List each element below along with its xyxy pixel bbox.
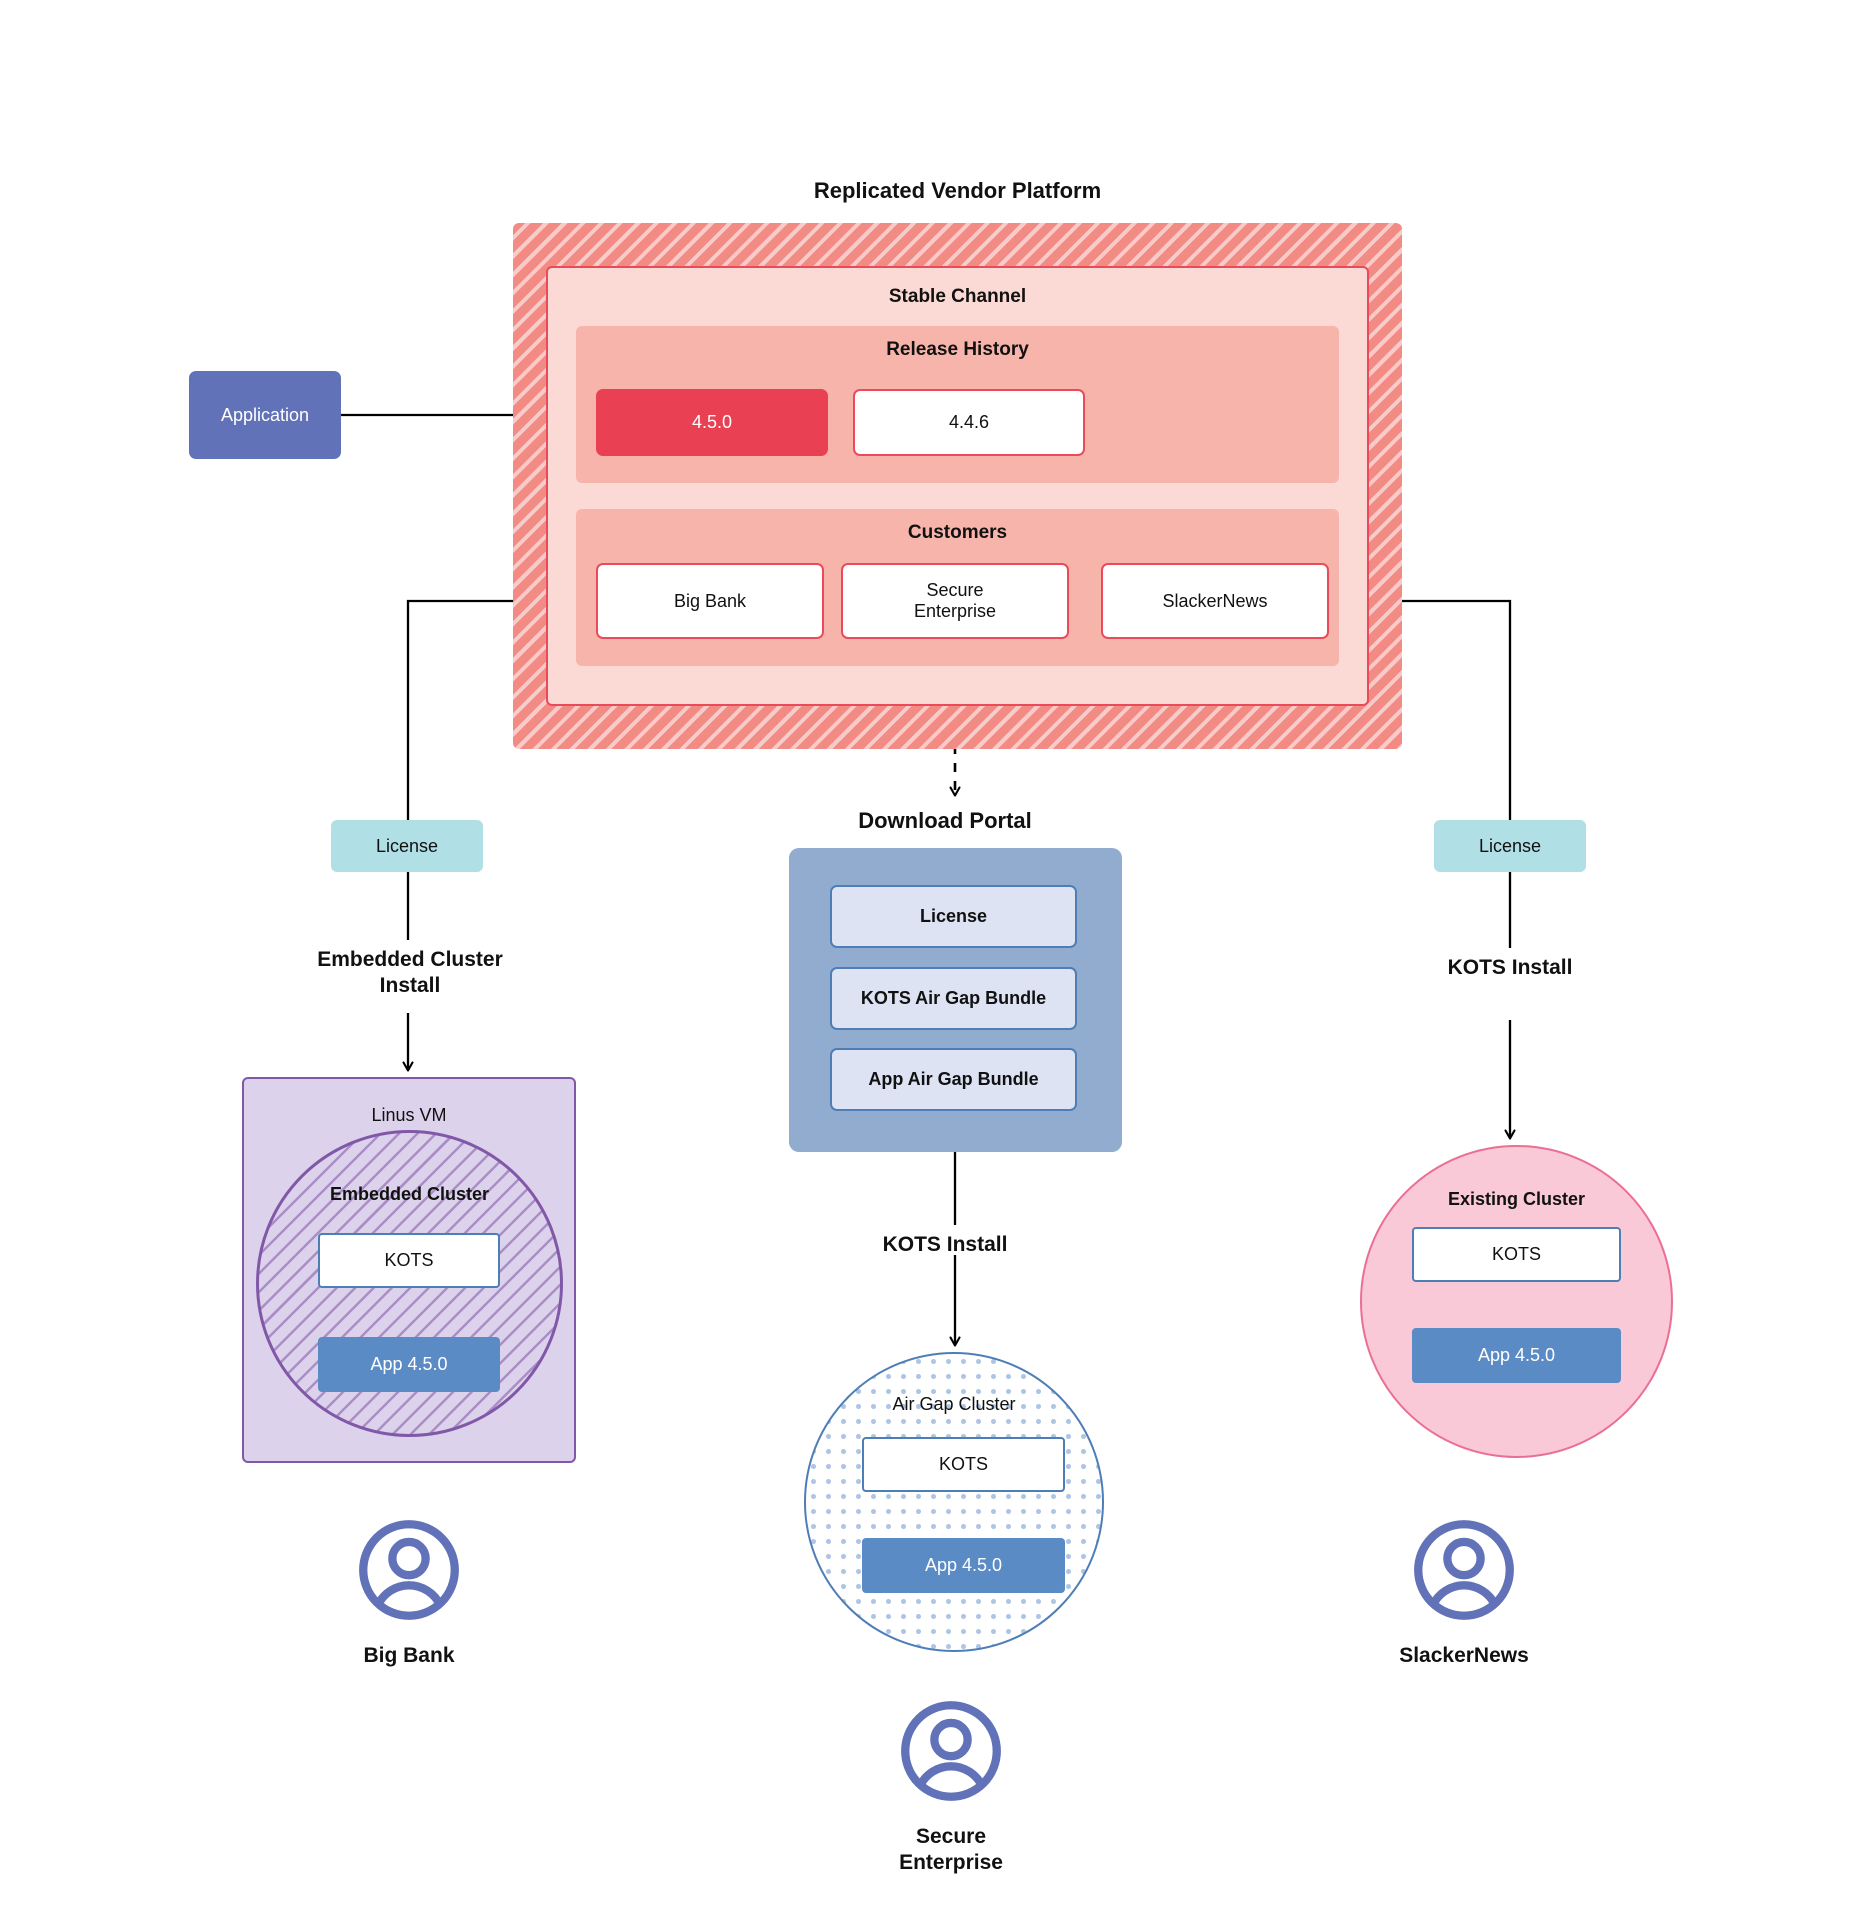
kots-chip-existing[interactable]: KOTS bbox=[1412, 1227, 1621, 1282]
release-chip-current[interactable]: 4.5.0 bbox=[596, 389, 828, 456]
edge-label-embedded-cluster-install: Embedded Cluster Install bbox=[317, 948, 503, 998]
diagram-title: Replicated Vendor Platform bbox=[813, 178, 1102, 203]
edge-label-kots-install-right: KOTS Install bbox=[1447, 956, 1573, 979]
app-chip-airgap[interactable]: App 4.5.0 bbox=[862, 1538, 1065, 1593]
download-item-license[interactable]: License bbox=[830, 885, 1077, 948]
download-portal-title: Download Portal bbox=[858, 808, 1032, 833]
user-avatar-icon bbox=[359, 1520, 459, 1620]
user-avatar-icon bbox=[1414, 1520, 1514, 1620]
download-item-kots-air-gap-bundle[interactable]: KOTS Air Gap Bundle bbox=[830, 967, 1077, 1030]
linux-vm-title: Linus VM bbox=[371, 1105, 447, 1125]
download-item-app-air-gap-bundle[interactable]: App Air Gap Bundle bbox=[830, 1048, 1077, 1111]
customer-chip-slackernews[interactable]: SlackerNews bbox=[1101, 563, 1329, 639]
license-box-left[interactable]: License bbox=[331, 820, 483, 872]
license-box-right[interactable]: License bbox=[1434, 820, 1586, 872]
user-avatar-icon bbox=[901, 1701, 1001, 1801]
release-history-title: Release History bbox=[886, 339, 1029, 360]
kots-chip-airgap[interactable]: KOTS bbox=[862, 1437, 1065, 1492]
existing-cluster-title: Existing Cluster bbox=[1447, 1189, 1586, 1209]
air-gap-cluster-circle bbox=[804, 1352, 1104, 1652]
customer-chip-secure-enterprise[interactable]: Secure Enterprise bbox=[841, 563, 1069, 639]
stable-channel-title: Stable Channel bbox=[888, 286, 1027, 307]
kots-chip-embedded[interactable]: KOTS bbox=[318, 1233, 500, 1288]
person-label-secure-enterprise: Secure Enterprise bbox=[899, 1825, 1003, 1875]
release-chip-previous[interactable]: 4.4.6 bbox=[853, 389, 1085, 456]
customers-title: Customers bbox=[907, 522, 1008, 543]
person-label-slackernews: SlackerNews bbox=[1399, 1644, 1529, 1667]
app-chip-existing[interactable]: App 4.5.0 bbox=[1412, 1328, 1621, 1383]
app-chip-embedded[interactable]: App 4.5.0 bbox=[318, 1337, 500, 1392]
embedded-cluster-title: Embedded Cluster bbox=[329, 1184, 490, 1204]
person-label-big-bank: Big Bank bbox=[363, 1644, 455, 1667]
existing-cluster-circle bbox=[1360, 1145, 1673, 1458]
customer-chip-big-bank[interactable]: Big Bank bbox=[596, 563, 824, 639]
edge-label-kots-install-center: KOTS Install bbox=[882, 1233, 1008, 1256]
application-box[interactable]: Application bbox=[189, 371, 341, 459]
air-gap-cluster-title: Air Gap Cluster bbox=[892, 1394, 1016, 1414]
